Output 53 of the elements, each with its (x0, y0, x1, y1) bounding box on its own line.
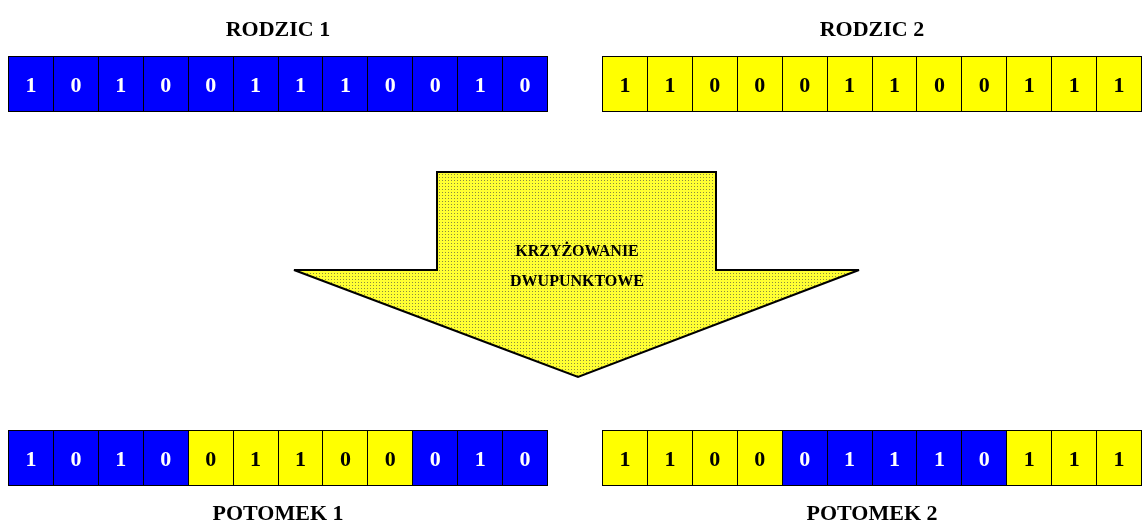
gene-cell: 1 (1052, 431, 1098, 485)
gene-cell: 0 (962, 431, 1008, 485)
gene-cell: 0 (188, 57, 234, 111)
gene-cell: 1 (1097, 431, 1142, 485)
gene-cell: 1 (233, 431, 279, 485)
gene-cell: 0 (143, 57, 189, 111)
gene-cell: 0 (53, 57, 99, 111)
gene-cell: 1 (647, 431, 693, 485)
arrow-label: KRZYŻOWANIE DWUPUNKTOWE (509, 240, 645, 291)
gene-cell: 1 (278, 431, 324, 485)
gene-cell: 1 (1052, 57, 1098, 111)
gene-cell: 0 (188, 431, 234, 485)
chromosome-heading: RODZIC 2 (819, 15, 925, 43)
gene-cell: 1 (233, 57, 279, 111)
gene-cell: 0 (53, 431, 99, 485)
gene-cell: 1 (603, 431, 648, 485)
gene-cell: 0 (503, 57, 548, 111)
gene-cell: 0 (368, 57, 414, 111)
gene-cell: 1 (872, 431, 918, 485)
gene-cell: 1 (827, 57, 873, 111)
gene-cell: 0 (323, 431, 369, 485)
gene-cell: 1 (1097, 57, 1142, 111)
gene-cell: 0 (917, 57, 963, 111)
gene-cell: 0 (737, 57, 783, 111)
gene-cell: 1 (278, 57, 324, 111)
gene-cell: 1 (98, 431, 144, 485)
gene-cell: 0 (782, 431, 828, 485)
chromosome-heading: RODZIC 1 (225, 15, 331, 43)
gene-cell: 1 (917, 431, 963, 485)
gene-cell: 1 (1007, 57, 1053, 111)
gene-cell: 1 (9, 431, 54, 485)
gene-cell: 1 (872, 57, 918, 111)
gene-cell: 1 (9, 57, 54, 111)
gene-cell: 1 (323, 57, 369, 111)
gene-cell: 1 (647, 57, 693, 111)
gene-cell: 1 (458, 57, 504, 111)
gene-cell: 1 (98, 57, 144, 111)
gene-cell: 0 (737, 431, 783, 485)
chromosome-heading: POTOMEK 2 (806, 499, 938, 527)
gene-cell: 1 (603, 57, 648, 111)
chromosome-heading: POTOMEK 1 (212, 499, 344, 527)
gene-cell: 0 (143, 431, 189, 485)
gene-cell: 1 (1007, 431, 1053, 485)
gene-cell: 1 (827, 431, 873, 485)
gene-cell: 0 (692, 431, 738, 485)
gene-cell: 0 (503, 431, 548, 485)
gene-cell: 1 (458, 431, 504, 485)
gene-cell: 0 (368, 431, 414, 485)
gene-cell: 0 (413, 431, 459, 485)
gene-cell: 0 (413, 57, 459, 111)
gene-cell: 0 (782, 57, 828, 111)
gene-cell: 0 (692, 57, 738, 111)
gene-cell: 0 (962, 57, 1008, 111)
